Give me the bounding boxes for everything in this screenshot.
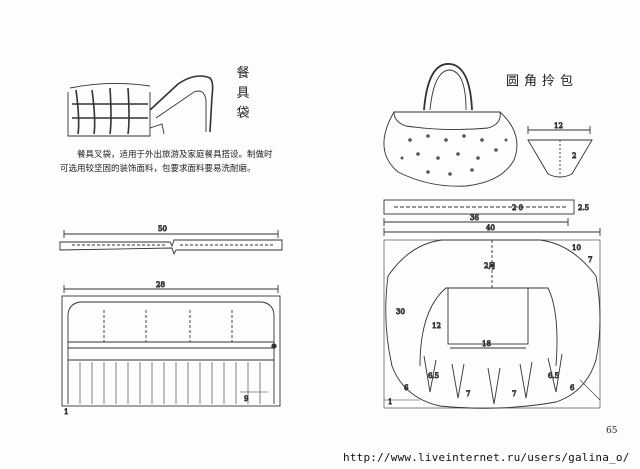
pleat-e-label: 6 (404, 384, 409, 392)
left-description: 餐具叉袋，适用于外出旅游及家庭餐具搭设。制做时可选用较坚固的装饰面料，包要求面料… (60, 150, 273, 174)
handbag-illustration (383, 63, 518, 187)
side-7-label: 7 (588, 256, 592, 264)
pocket-height-label: 9 (244, 395, 248, 403)
tab-pattern (527, 126, 593, 178)
bag-body-pattern (61, 285, 281, 407)
strip-pattern (59, 230, 283, 256)
handbag-body-pattern (383, 218, 601, 409)
pleat-f-label: 6 (570, 384, 575, 392)
strap-length-label: 2 0 (512, 204, 523, 212)
page-number: 65 (606, 426, 618, 436)
pleat-d-label: 7 (512, 390, 516, 398)
left-title-char-1: 餐 (236, 66, 250, 81)
body-inner-width-label: 36 (470, 214, 479, 222)
side-10-label: 10 (572, 244, 581, 252)
strip-length-label: 50 (158, 225, 167, 233)
center-label: 2月 (484, 262, 495, 270)
bag-width-label: 28 (156, 281, 165, 289)
strap-width-label: 2.5 (578, 204, 589, 212)
tab-side-label: 2 (572, 152, 576, 160)
right-title: 圆角拎包 (506, 74, 579, 89)
pleat-c-label: 7 (466, 390, 470, 398)
cutlery-bag-illustration (67, 75, 214, 137)
strap-pattern (383, 199, 575, 215)
watermark-url: http://www.liveinternet.ru/users/galina_… (343, 451, 630, 464)
left-side-mark: 1 (64, 408, 68, 416)
pleat-b-label: 6.5 (548, 372, 559, 380)
body-outer-width-label: 40 (486, 224, 495, 232)
pocket-height-label-right: 12 (432, 322, 441, 330)
left-title-char-3: 袋 (236, 106, 250, 121)
pocket-width-label: 18 (482, 340, 491, 348)
pleat-a-label: 6.5 (428, 372, 439, 380)
left-title: 餐 具 袋 (234, 64, 252, 124)
tab-top-label: 12 (554, 122, 563, 130)
height-label: 30 (396, 308, 405, 316)
right-bottom-mark: 1 (388, 398, 392, 406)
left-title-char-2: 具 (236, 86, 250, 101)
